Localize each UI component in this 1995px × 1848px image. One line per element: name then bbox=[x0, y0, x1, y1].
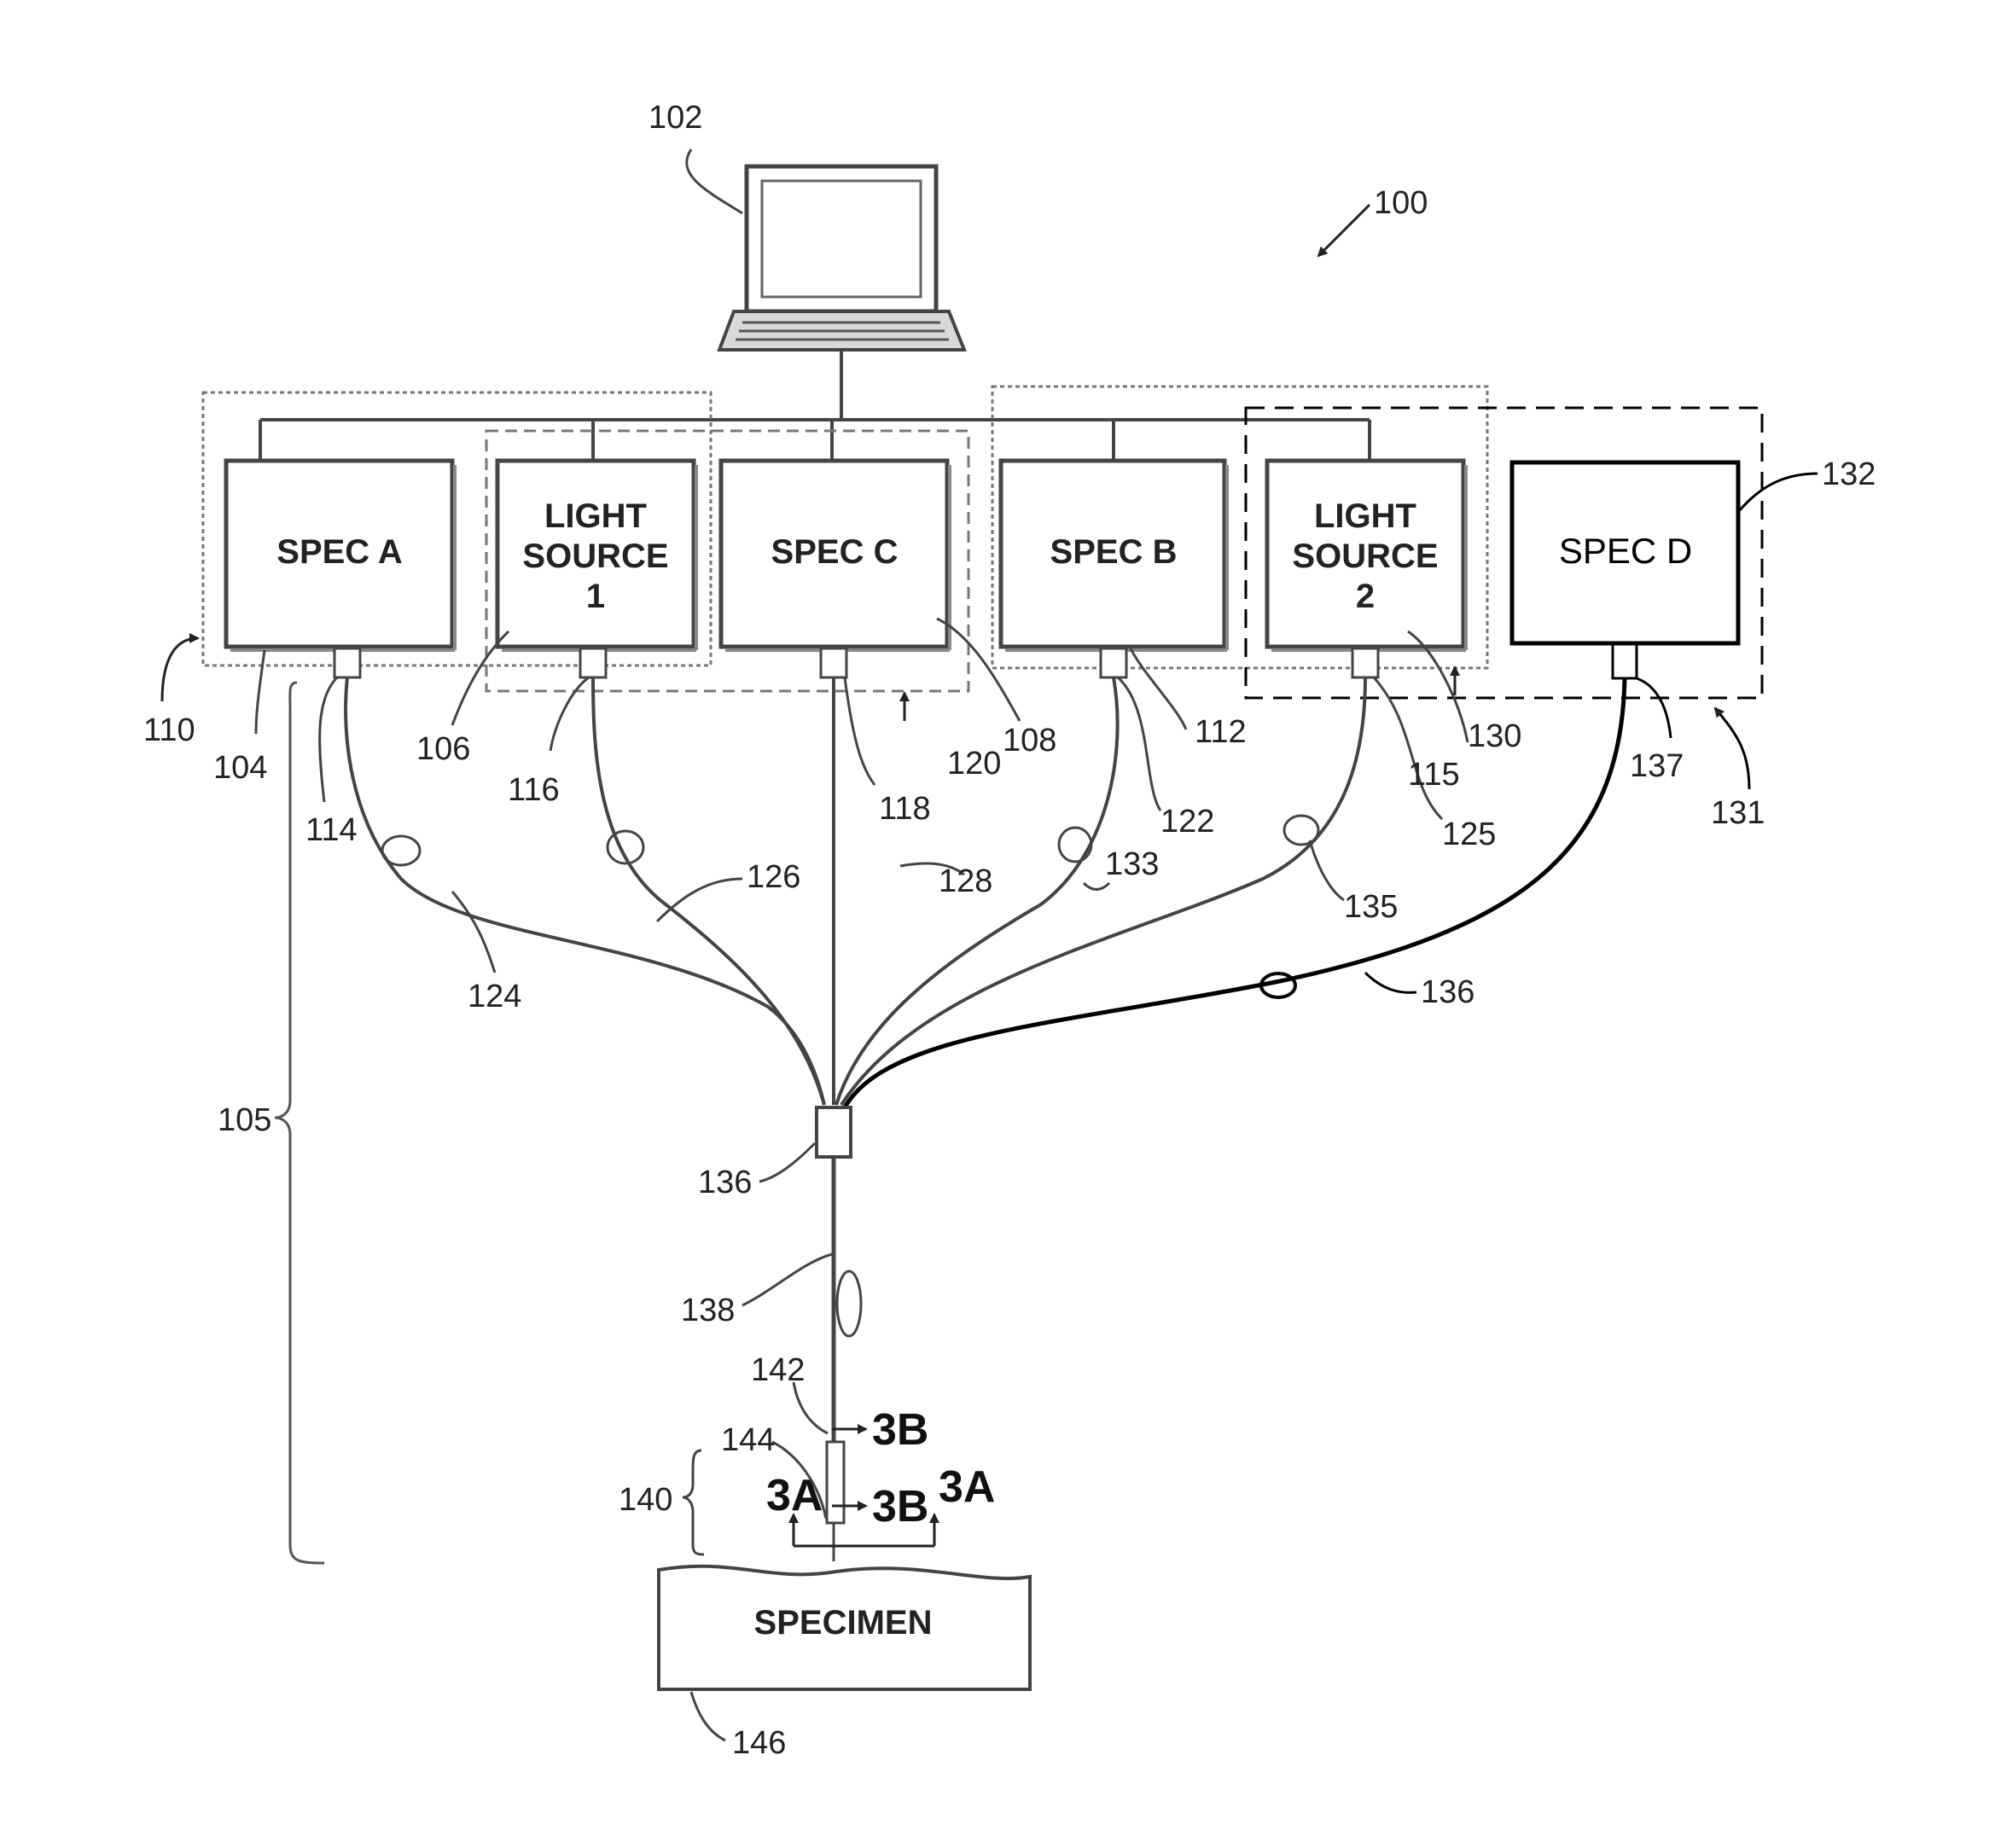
ref-131: 131 bbox=[1711, 795, 1765, 831]
leader-136-fiber bbox=[1365, 973, 1416, 992]
ref-106: 106 bbox=[416, 731, 470, 767]
ref-114: 114 bbox=[305, 812, 358, 848]
fiber-combiner bbox=[817, 1107, 851, 1157]
ref-133: 133 bbox=[1105, 846, 1159, 882]
leader-118 bbox=[845, 677, 875, 785]
ref-146: 146 bbox=[732, 1725, 786, 1761]
section-3a-label-right: 3A bbox=[939, 1462, 995, 1512]
light-source-2-connector bbox=[1352, 648, 1378, 677]
leader-124 bbox=[452, 892, 495, 973]
ref-137: 137 bbox=[1630, 748, 1684, 784]
spec-b-connector bbox=[1101, 648, 1126, 677]
section-3b-label-upper: 3B bbox=[872, 1405, 928, 1455]
fiber-loop-124 bbox=[382, 836, 420, 865]
spec-d-box: SPEC D bbox=[1512, 462, 1738, 643]
ref-132: 132 bbox=[1822, 456, 1876, 492]
spec-d-label: SPEC D bbox=[1559, 531, 1692, 571]
fiber-loop-138 bbox=[837, 1271, 861, 1336]
light-source-1-label-line2: SOURCE bbox=[522, 538, 668, 575]
ref-118: 118 bbox=[879, 791, 931, 827]
leader-126 bbox=[657, 879, 742, 921]
ref-125: 125 bbox=[1442, 816, 1496, 852]
fiber-loop-135 bbox=[1284, 816, 1318, 845]
ref-122: 122 bbox=[1160, 804, 1214, 840]
light-source-2-label-line1: LIGHT bbox=[1314, 497, 1416, 535]
light-source-1-label-line3: 1 bbox=[586, 578, 605, 615]
light-source-1-label-line1: LIGHT bbox=[544, 497, 647, 535]
spec-a-connector bbox=[334, 648, 360, 677]
bracket-140 bbox=[683, 1450, 704, 1555]
section-3b-label-lower: 3B bbox=[872, 1482, 928, 1531]
spec-c-connector bbox=[821, 648, 846, 677]
spec-b-box: SPEC B bbox=[1001, 461, 1227, 650]
ref-arrow-110 bbox=[162, 638, 198, 701]
leader-138 bbox=[742, 1254, 832, 1305]
leader-135 bbox=[1310, 840, 1344, 900]
leader-114 bbox=[320, 677, 337, 802]
leader-116 bbox=[550, 677, 589, 751]
spec-b-label: SPEC B bbox=[1050, 533, 1178, 571]
ref-105: 105 bbox=[218, 1102, 271, 1138]
ref-leader-102 bbox=[687, 149, 742, 213]
light-source-1-box: LIGHT SOURCE 1 bbox=[497, 461, 696, 650]
leader-104 bbox=[256, 650, 265, 734]
light-source-2-label-line2: SOURCE bbox=[1292, 538, 1438, 575]
light-source-2-box: LIGHT SOURCE 2 bbox=[1267, 461, 1466, 650]
specimen: SPECIMEN bbox=[659, 1566, 1030, 1689]
leader-132 bbox=[1738, 474, 1818, 512]
ref-124: 124 bbox=[468, 979, 521, 1014]
spec-d-connector bbox=[1613, 644, 1637, 678]
ref-136-fiber: 136 bbox=[1421, 974, 1474, 1010]
ref-144: 144 bbox=[721, 1422, 775, 1458]
ref-116: 116 bbox=[508, 772, 560, 808]
ref-100: 100 bbox=[1374, 185, 1428, 221]
ref-108: 108 bbox=[1003, 723, 1056, 758]
spec-c-label: SPEC C bbox=[771, 533, 899, 571]
leader-146 bbox=[691, 1692, 725, 1740]
ref-142: 142 bbox=[751, 1352, 805, 1388]
leader-136-combiner bbox=[759, 1143, 815, 1182]
ref-110: 110 bbox=[143, 712, 195, 748]
leader-133 bbox=[1084, 883, 1109, 890]
spec-c-box: SPEC C bbox=[721, 461, 950, 650]
ref-138: 138 bbox=[681, 1293, 735, 1328]
leader-142 bbox=[794, 1382, 828, 1433]
ref-128: 128 bbox=[939, 863, 992, 899]
ref-140: 140 bbox=[619, 1482, 672, 1518]
ref-120: 120 bbox=[947, 746, 1001, 782]
ref-102: 102 bbox=[649, 100, 702, 136]
leader-137 bbox=[1637, 678, 1671, 738]
spec-a-label: SPEC A bbox=[276, 533, 402, 571]
spec-a-box: SPEC A bbox=[226, 461, 455, 650]
ref-130: 130 bbox=[1468, 718, 1521, 754]
light-source-2-label-line3: 2 bbox=[1356, 578, 1375, 615]
leader-122 bbox=[1118, 677, 1160, 811]
light-source-1-connector bbox=[580, 648, 606, 677]
ref-arrow-131 bbox=[1715, 708, 1749, 789]
fiber-135 bbox=[841, 677, 1365, 1105]
fiber-loop-133 bbox=[1059, 828, 1091, 862]
ref-136-combiner: 136 bbox=[698, 1165, 752, 1200]
specimen-label: SPECIMEN bbox=[754, 1604, 933, 1642]
probe-body bbox=[827, 1442, 844, 1523]
laptop-computer bbox=[719, 166, 964, 350]
ref-112: 112 bbox=[1195, 714, 1247, 750]
section-3a-label-left: 3A bbox=[766, 1471, 823, 1520]
ref-126: 126 bbox=[747, 859, 800, 895]
ref-arrow-100 bbox=[1318, 205, 1370, 256]
ref-104: 104 bbox=[213, 750, 267, 786]
ref-115: 115 bbox=[1408, 757, 1460, 793]
ref-135: 135 bbox=[1344, 889, 1398, 925]
